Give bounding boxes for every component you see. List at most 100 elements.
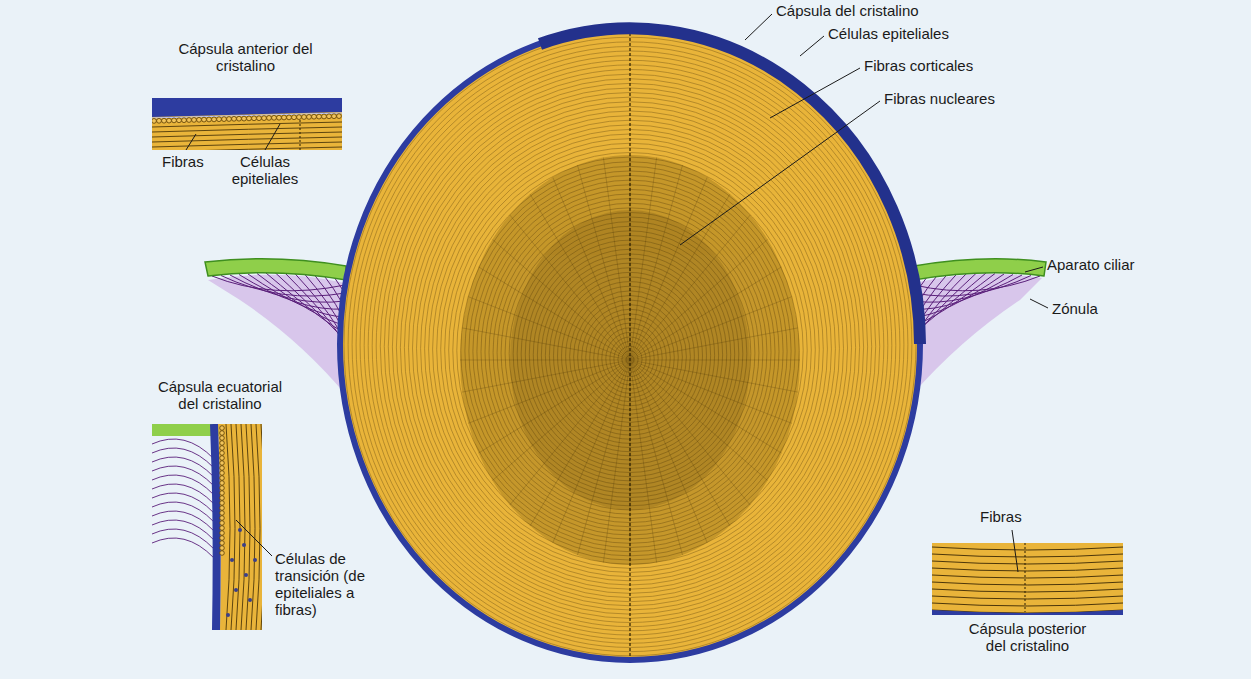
epithelial-cell (297, 115, 302, 120)
illustration-part (629, 28, 630, 660)
lens-body (340, 28, 920, 660)
epithelial-cell (282, 115, 287, 120)
lens-fiber (932, 582, 1123, 585)
part-label: Fibras nucleares (884, 90, 995, 107)
epithelial-cell (287, 115, 292, 120)
zonule-fiber (914, 276, 1031, 297)
epithelial-cell (172, 118, 177, 123)
transition-nucleus (238, 528, 242, 532)
epithelial-cell (237, 116, 242, 121)
nucleus-suture (630, 360, 782, 453)
nucleus-suture (479, 360, 631, 453)
epithelial-cell (220, 541, 225, 546)
lens-fiber (932, 547, 1123, 550)
epithelial-cell (220, 446, 225, 451)
inset-heading: Cápsula ecuatorial del cristalino (150, 378, 290, 412)
epithelial-cell (220, 506, 225, 511)
epithelial-cell (220, 531, 225, 536)
zonule-fiber (275, 273, 345, 342)
illustration-part (914, 259, 1046, 280)
illustration-part (152, 424, 262, 630)
epithelial-cell (220, 466, 225, 471)
epithelial-cell (220, 456, 225, 461)
zonule-fiber (914, 276, 1040, 291)
nucleus-suture (578, 165, 631, 360)
lens-fiber (152, 127, 342, 132)
nucleus-suture (493, 240, 631, 361)
epithelial-cell (252, 116, 257, 121)
leader-lines (186, 14, 1048, 572)
epithelial-cell (242, 116, 247, 121)
nucleus-suture (630, 240, 768, 361)
epithelial-cell (207, 117, 212, 122)
lens-fiber (152, 142, 342, 147)
epithelial-cell (220, 431, 225, 436)
epithelial-cell (317, 114, 322, 119)
epithelial-cell (322, 114, 327, 119)
epithelial-cell (162, 118, 167, 123)
part-label: Fibras (980, 508, 1022, 525)
nucleus-suture (630, 267, 782, 360)
epithelial-cell (212, 117, 217, 122)
illustration-part (932, 610, 1123, 615)
epithelial-cell (220, 481, 225, 486)
nucleus-suture (460, 360, 630, 361)
lens-fiber (152, 147, 342, 150)
inset-equatorial (152, 424, 262, 630)
epithelial-cell (220, 496, 225, 501)
epithelial-cell (220, 491, 225, 496)
illustration-part (152, 114, 341, 124)
inset-anterior (152, 98, 342, 150)
nucleus-suture (630, 360, 798, 392)
inset-heading: Cápsula posterior del cristalino (960, 620, 1095, 654)
epithelial-cell (220, 436, 225, 441)
nucleus-suture (603, 360, 630, 563)
nucleus-suture (468, 297, 630, 360)
epithelial-cell (267, 116, 272, 121)
transition-nucleus (244, 573, 248, 577)
epithelial-cell (220, 486, 225, 491)
part-label: Células epiteliales (828, 25, 949, 42)
inset-panel: FibrasCápsula posterior del cristalino (920, 508, 1135, 656)
nucleus-suture (630, 360, 707, 543)
epithelial-cell (217, 117, 222, 122)
nucleus-suture (630, 194, 730, 360)
transition-nucleus (234, 588, 238, 592)
epithelial-cell (222, 117, 227, 122)
nucleus-suture (462, 360, 630, 392)
zonule-fiber (266, 273, 345, 333)
part-label: Aparato ciliar (1047, 256, 1135, 273)
illustration-part (340, 28, 920, 660)
transition-nucleus (226, 613, 230, 617)
zonule-fiber (248, 274, 345, 317)
lens-fiber (932, 561, 1123, 564)
nucleus-suture (630, 360, 800, 361)
illustration-part (770, 68, 860, 118)
nucleus-suture (479, 267, 631, 360)
nucleus-suture (630, 177, 707, 360)
ciliary-right (914, 259, 1046, 280)
epithelial-cell (262, 116, 267, 121)
epithelial-cell (157, 118, 162, 123)
epithelial-cell (220, 536, 225, 541)
epithelial-cell (192, 118, 197, 123)
illustration-part (152, 98, 342, 150)
nucleus-suture (578, 360, 631, 555)
nucleus-suture (630, 360, 750, 505)
illustration-part (1012, 530, 1018, 572)
inset-posterior (932, 543, 1123, 615)
illustration-part (226, 528, 257, 617)
illustration-part (680, 101, 880, 245)
lens-fiber (400, 97, 859, 597)
zonule-fiber (284, 272, 345, 349)
epithelial-cell (182, 118, 187, 123)
illustration-part (800, 36, 824, 56)
transition-nucleus (253, 558, 257, 562)
illustration-part (205, 259, 346, 280)
epithelial-cell (277, 115, 282, 120)
epithelial-cell (302, 115, 307, 120)
part-label: Fibras corticales (864, 57, 973, 74)
nucleus-suture (630, 328, 798, 360)
part-label: Células epiteliales (225, 153, 305, 187)
